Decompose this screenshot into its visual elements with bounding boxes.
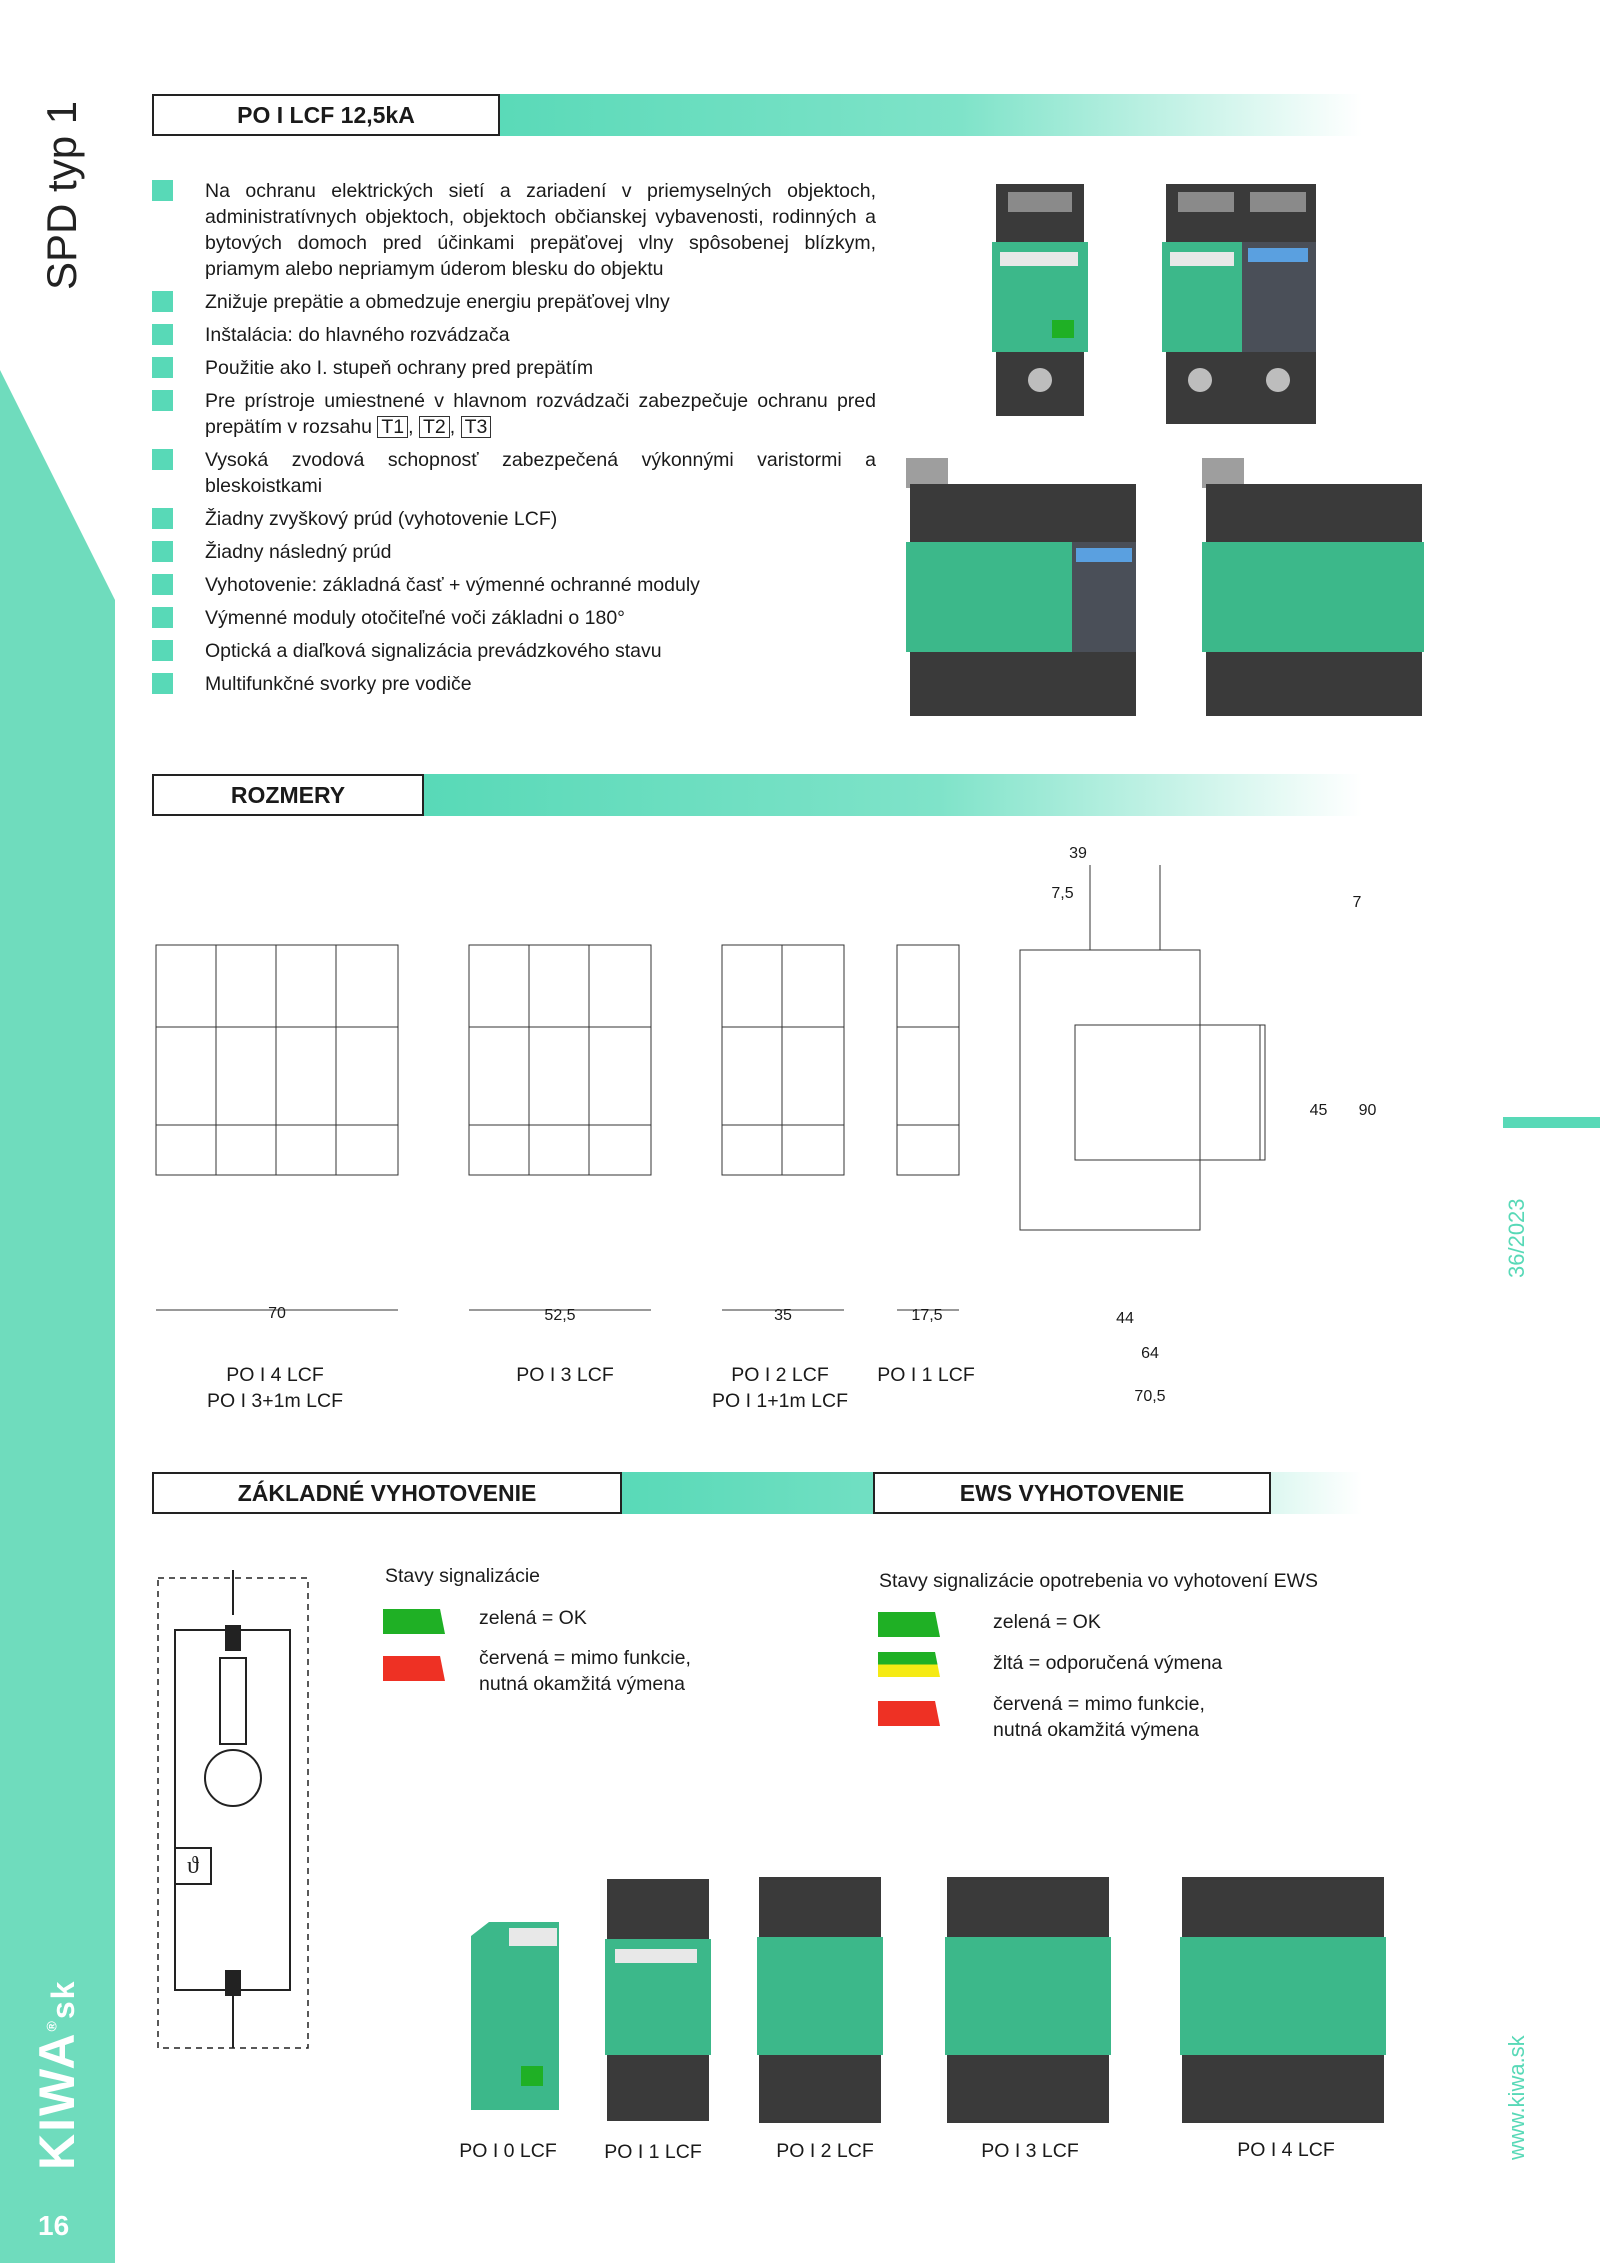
list-item: Pre prístroje umiestnené v hlavnom rozvá… xyxy=(152,388,876,440)
dim-7-5: 7,5 xyxy=(1051,885,1074,902)
dim-7: 7 xyxy=(1352,894,1362,911)
feature-list: Na ochranu elektrických sietí a zariaden… xyxy=(152,178,876,704)
product-caption-po-i-0: PO I 0 LCF xyxy=(459,2140,557,2162)
section-title-ews: EWS VYHOTOVENIE xyxy=(873,1472,1271,1514)
basic-ok-text: zelená = OK xyxy=(479,1607,587,1629)
dim-44: 44 xyxy=(1116,1310,1134,1327)
dim-90: 90 xyxy=(1358,1102,1377,1119)
section-header-rozmery: ROZMERY xyxy=(152,774,1362,816)
caption-po-i-3: PO I 3 LCF xyxy=(516,1364,614,1386)
ews-signal-heading: Stavy signalizácie opotrebenia vo vyhoto… xyxy=(879,1570,1318,1592)
list-item: Vysoká zvodová schopnosť zabezpečená výk… xyxy=(152,447,876,499)
caption-po-i-1: PO I 1 LCF xyxy=(877,1364,975,1386)
circuit-schematic: ϑ xyxy=(157,1570,309,2049)
dimension-drawing-front-2 xyxy=(721,944,845,1311)
dimension-drawing-front-3 xyxy=(468,944,652,1311)
section-title: PO I LCF 12,5kA xyxy=(152,94,500,136)
ews-fail-text-1: červená = mimo funkcie, xyxy=(993,1693,1205,1715)
product-photo-po-i-0 xyxy=(471,1922,559,2110)
bullet-square-icon xyxy=(152,357,173,378)
product-photo-1-module xyxy=(992,184,1088,416)
website-link[interactable]: www.kiwa.sk xyxy=(1504,2035,1529,2160)
dim-17-5: 17,5 xyxy=(911,1307,943,1324)
caption-po-i-4: PO I 4 LCF xyxy=(226,1364,324,1386)
list-item: Na ochranu elektrických sietí a zariaden… xyxy=(152,178,876,282)
basic-signal-heading: Stavy signalizácie xyxy=(385,1565,540,1587)
section-header-po-i-lcf: PO I LCF 12,5kA xyxy=(152,94,1362,136)
product-photo-po-i-3 xyxy=(945,1877,1111,2123)
caption-po-i-3-1m: PO I 3+1m LCF xyxy=(206,1390,343,1412)
dimension-drawing-front-4 xyxy=(155,944,399,1311)
dim-70-5: 70,5 xyxy=(1134,1388,1166,1405)
basic-fail-text-2: nutná okamžitá výmena xyxy=(479,1673,685,1695)
section-title-basic: ZÁKLADNÉ VYHOTOVENIE xyxy=(152,1472,622,1514)
product-photo-4-module xyxy=(1202,458,1424,716)
red-swatch xyxy=(383,1656,445,1681)
bullet-square-icon xyxy=(152,607,173,628)
dim-39: 39 xyxy=(1069,845,1087,862)
list-item: Multifunkčné svorky pre vodiče xyxy=(152,671,876,697)
list-item: Vyhotovenie: základná časť + výmenné och… xyxy=(152,572,876,598)
list-item: Inštalácia: do hlavného rozvádzača xyxy=(152,322,876,348)
class-badge: T3 xyxy=(460,416,492,438)
yellow-swatch xyxy=(878,1652,940,1677)
sidebar-title: SPD typ 1 xyxy=(38,100,85,290)
kiwa-logo: KIWA®sk xyxy=(29,1979,85,2170)
sidebar-band xyxy=(0,370,115,2263)
green-swatch xyxy=(383,1609,445,1634)
class-badge: T1 xyxy=(377,416,409,438)
bullet-square-icon xyxy=(152,324,173,345)
bullet-square-icon xyxy=(152,574,173,595)
page-number: 16 xyxy=(38,2210,70,2241)
ews-ok-text: zelená = OK xyxy=(993,1611,1101,1633)
basic-fail-text-1: červená = mimo funkcie, xyxy=(479,1647,691,1669)
product-photo-1-plus-1m xyxy=(1162,184,1316,424)
bullet-square-icon xyxy=(152,390,173,411)
product-photo-3-plus-1m xyxy=(906,458,1136,716)
bullet-square-icon xyxy=(152,508,173,529)
product-caption-po-i-3: PO I 3 LCF xyxy=(981,2140,1079,2162)
section-header-zakladne: ZÁKLADNÉ VYHOTOVENIE EWS VYHOTOVENIE xyxy=(152,1472,1362,1514)
green-swatch xyxy=(878,1612,940,1637)
dimension-drawing-front-1 xyxy=(896,944,960,1311)
product-photo-po-i-1 xyxy=(605,1879,711,2121)
product-caption-po-i-2: PO I 2 LCF xyxy=(776,2140,874,2162)
dim-64: 64 xyxy=(1141,1345,1159,1362)
dim-35: 35 xyxy=(774,1307,792,1324)
bullet-square-icon xyxy=(152,541,173,562)
section-title: ROZMERY xyxy=(152,774,424,816)
bullet-square-icon xyxy=(152,640,173,661)
dim-52-5: 52,5 xyxy=(544,1307,576,1324)
bullet-square-icon xyxy=(152,291,173,312)
product-caption-po-i-4: PO I 4 LCF xyxy=(1237,2139,1335,2161)
dimension-drawing-side xyxy=(1019,865,1266,1231)
ews-warn-text: žltá = odporučená výmena xyxy=(993,1652,1223,1674)
bullet-square-icon xyxy=(152,673,173,694)
list-item: Žiadny zvyškový prúd (vyhotovenie LCF) xyxy=(152,506,876,532)
red-swatch xyxy=(878,1701,940,1726)
list-item: Optická a diaľková signalizácia prevádzk… xyxy=(152,638,876,664)
bullet-square-icon xyxy=(152,180,173,201)
product-caption-po-i-1: PO I 1 LCF xyxy=(604,2141,702,2163)
right-accent-bar xyxy=(1503,1117,1600,1128)
list-item: Výmenné moduly otočiteľné voči základni … xyxy=(152,605,876,631)
dim-70: 70 xyxy=(268,1305,286,1322)
class-badge: T2 xyxy=(418,416,450,438)
list-item: Použitie ako I. stupeň ochrany pred prep… xyxy=(152,355,876,381)
product-photo-po-i-4 xyxy=(1180,1877,1386,2123)
product-photo-po-i-2 xyxy=(757,1877,883,2123)
dim-45: 45 xyxy=(1309,1102,1328,1119)
ews-fail-text-2: nutná okamžitá výmena xyxy=(993,1719,1199,1741)
issue-number: 36/2023 xyxy=(1504,1198,1529,1278)
bullet-square-icon xyxy=(152,449,173,470)
caption-po-i-2: PO I 2 LCF xyxy=(731,1364,829,1386)
caption-po-i-1-1m: PO I 1+1m LCF xyxy=(711,1390,848,1412)
list-item: Znižuje prepätie a obmedzuje energiu pre… xyxy=(152,289,876,315)
list-item: Žiadny následný prúd xyxy=(152,539,876,565)
svg-text:ϑ: ϑ xyxy=(187,1853,199,1879)
